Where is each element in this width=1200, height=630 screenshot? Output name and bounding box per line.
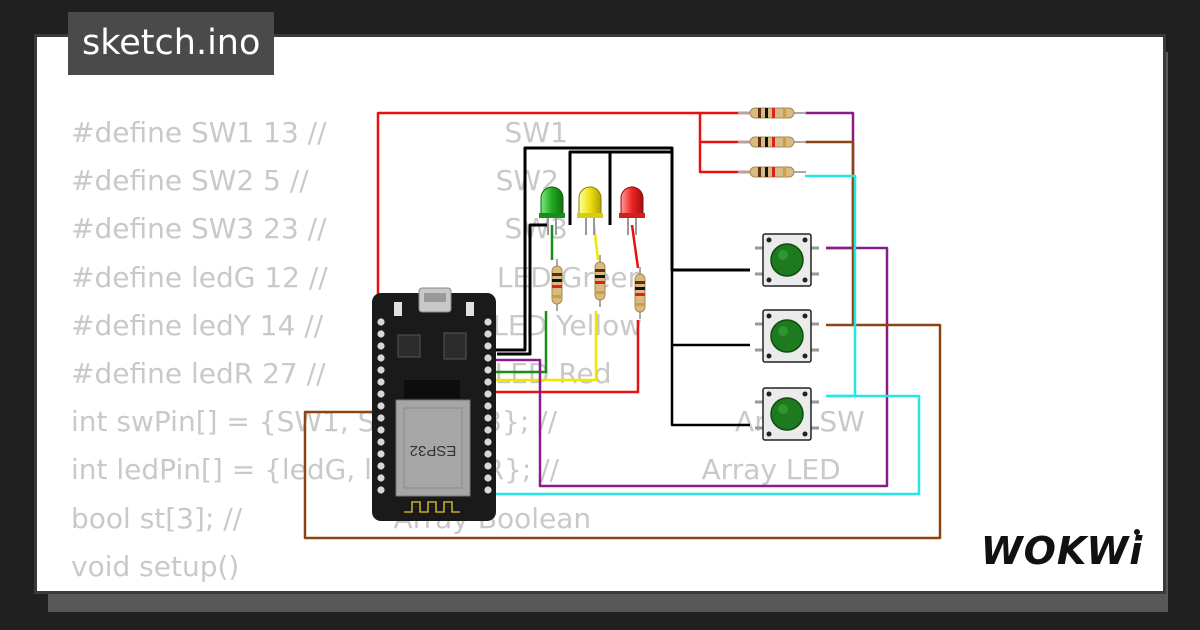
push-button-sw1[interactable] [753,232,821,288]
resistor-icon[interactable] [551,258,563,312]
led-green[interactable] [539,186,565,235]
code-line: #define ledY 14 // LED Yellow [71,308,643,342]
wire-black-gnd [490,146,750,352]
push-button-sw2[interactable] [753,308,821,364]
wires [303,111,942,540]
wire-brown [303,323,942,540]
push-button-sw3[interactable] [753,386,821,442]
resistor-icon[interactable] [737,166,807,178]
led-yellow[interactable] [577,186,603,235]
chip-label: ESP32 [410,442,457,459]
wire-brown-top [805,140,855,325]
code-line: #define SW1 13 // SW1 [71,116,568,149]
resistor-icon[interactable] [737,107,807,119]
code-line: void setup() [71,549,240,583]
code-line: #define SW2 5 // SW2 [71,164,559,198]
wire-yellow [490,311,598,382]
wire-black-gnd [497,223,548,356]
code-line: #define SW3 23 // SW3 [71,212,568,246]
wire-purple [490,246,889,488]
filename-tab[interactable]: sketch.ino [68,12,275,75]
led-red[interactable] [619,186,645,235]
resistor-icon[interactable] [594,254,606,308]
wire-green [490,311,548,374]
wire-purple-top [805,111,855,250]
wire-black-led [568,150,672,225]
resistor-icon[interactable] [737,136,807,148]
wire-black-sw [670,345,750,427]
resistor-icon[interactable] [634,266,646,320]
code-listing: #define SW1 13 // SW1 #define SW2 5 // SW… [71,109,865,591]
code-line: #define ledG 12 // LED Green [71,260,646,294]
wokwi-logo[interactable]: WOKWi [974,524,1150,578]
wire-black-sw [670,270,750,347]
wire-cyan [383,394,921,496]
esp32-board-icon[interactable]: ESP32 [372,287,496,521]
wokwi-logo-text: WOKWi [981,529,1144,573]
wire-cyan-top [805,174,857,398]
wire-led-leg [630,224,640,269]
preview-card: #define SW1 13 // SW1 #define SW2 5 // SW… [34,34,1166,594]
